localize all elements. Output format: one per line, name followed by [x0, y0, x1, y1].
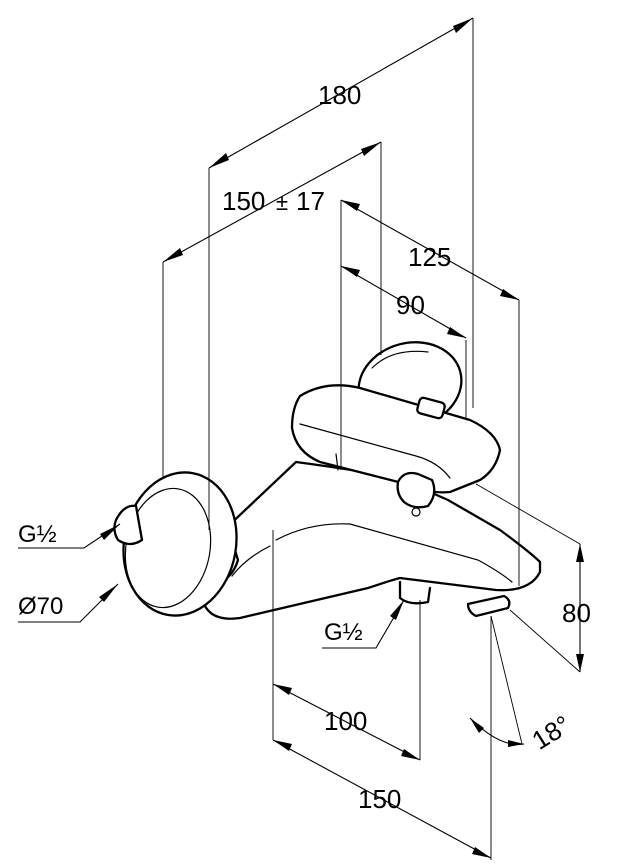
dim-line-100: [272, 683, 421, 761]
diverter-knob: [396, 471, 436, 509]
dim-line-150: [272, 739, 492, 859]
left-inlet-thread: [113, 504, 144, 546]
dim-18-label: 18°: [527, 709, 576, 755]
lever-handle: [290, 384, 502, 494]
mixer-body: [113, 341, 542, 620]
dim-line-90: [340, 265, 467, 339]
dimension-lines: [162, 17, 584, 859]
spout-outlet: [466, 594, 511, 618]
dim-line-180: [208, 17, 474, 169]
extension-lines: [162, 18, 581, 860]
callout-diameter-70: Ø70: [18, 593, 63, 620]
dim-150-tol-label: 150 ± 17: [222, 186, 325, 216]
dim-90-label: 90: [396, 290, 425, 320]
dim-100-label: 100: [324, 706, 367, 736]
svg-text:150: 150: [222, 186, 265, 216]
dim-150-label: 150: [358, 784, 401, 814]
svg-text:17: 17: [296, 186, 325, 216]
dim-180-label: 180: [318, 80, 361, 110]
dim-line-125: [340, 199, 520, 301]
dim-80-label: 80: [562, 598, 591, 628]
dim-line-150-tol: [162, 141, 382, 263]
callout-leaders: [18, 523, 405, 649]
bottom-outlet: [398, 580, 432, 605]
callout-g-half-left: G½: [18, 521, 57, 548]
callout-g-half-outlet: G½: [324, 619, 363, 646]
svg-text:±: ±: [276, 190, 288, 215]
valve-body: [196, 460, 542, 620]
dim-125-label: 125: [408, 242, 451, 272]
